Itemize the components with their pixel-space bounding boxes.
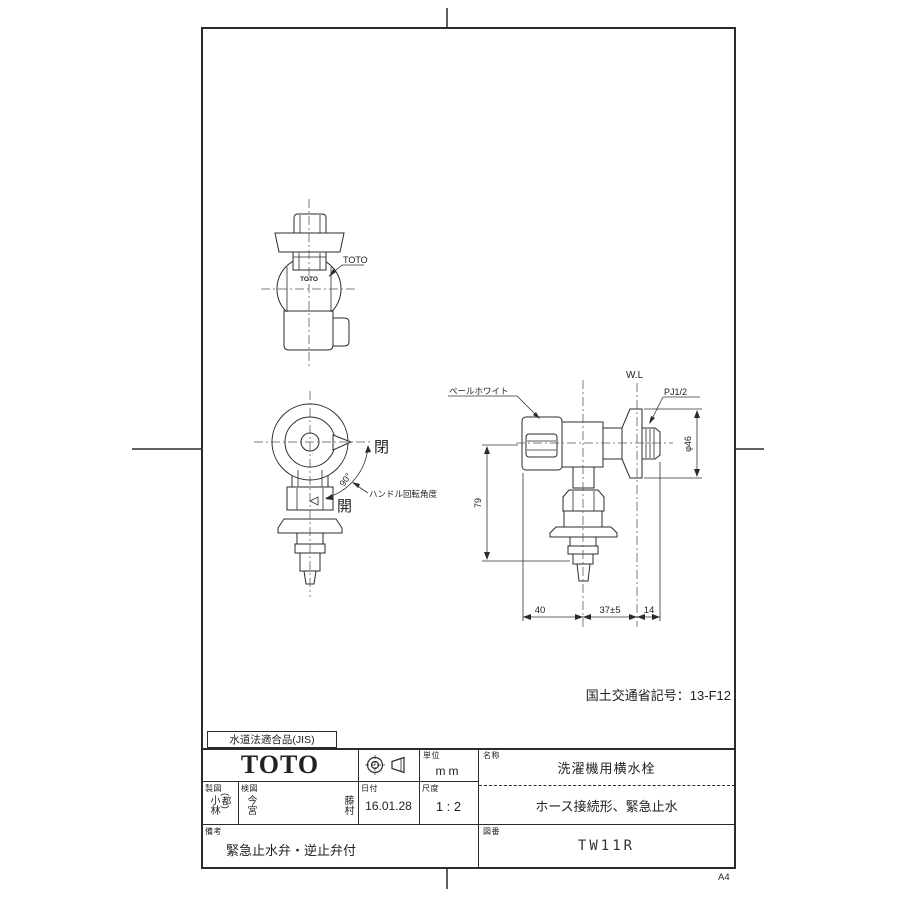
front-view-centerlines: [261, 199, 358, 367]
close-label-text: 閉: [374, 439, 389, 456]
side-view: W.L ペールホワイト PJ1/2 φ46 79: [448, 370, 702, 627]
brand-annotation-text: TOTO: [343, 255, 368, 265]
rotation-arc: [325, 445, 369, 499]
checker-name-1: 今宮: [245, 795, 256, 815]
sideview-inlet-pipe: [602, 427, 623, 460]
diameter-dimension: [644, 408, 702, 479]
finish-note-leader: [448, 395, 540, 419]
height-dim-text: 79: [473, 498, 483, 508]
product-name: 洗濯機用横水栓: [557, 761, 656, 776]
valve-neck: [292, 251, 327, 271]
paper-size-label: A4: [718, 872, 730, 883]
front-view: TOTO TOTO: [261, 199, 368, 367]
dim-a-text: 40: [535, 605, 546, 616]
valve-side-outlet: [332, 317, 350, 347]
topview-flange: [277, 518, 343, 534]
sideview-lower-neck: [572, 466, 595, 489]
remarks-label: 備考: [205, 827, 222, 836]
unit-label: 単位: [423, 751, 440, 760]
sideview-outlet-tip: [576, 563, 591, 582]
rotation-note-text: ハンドル回転角度: [369, 489, 438, 499]
valve-flange: [274, 232, 345, 253]
checker-label: 検図: [241, 784, 258, 793]
diameter-label-text: φ46: [683, 436, 693, 452]
name-cell-divider: [479, 785, 735, 786]
top-view-centerlines: [254, 391, 373, 597]
date-value: 16.01.28: [365, 799, 412, 813]
brand-logo: TOTO: [240, 750, 320, 779]
drawing-number-value: TW11R: [577, 838, 636, 854]
rotation-note-arrow: [352, 482, 360, 488]
thread-leader: [649, 396, 700, 424]
compliance-tag: 水道法適合品(JIS): [207, 731, 337, 748]
sideview-flange: [549, 526, 618, 538]
open-label-text: 開: [337, 498, 352, 515]
scale-label: 尺度: [422, 784, 439, 793]
brand-on-body-text: TOTO: [300, 276, 318, 283]
finish-note-text: ペールホワイト: [449, 386, 509, 396]
topview-outlet-tip: [303, 570, 317, 585]
top-view: 閉 開 90° ハンドル回転角度: [254, 391, 438, 597]
sideview-escutcheon: [621, 408, 643, 479]
brand-leader-arrow: [329, 269, 336, 277]
thread-arrow: [649, 416, 655, 424]
handle-pointer: [332, 434, 353, 451]
height-dimension: [482, 444, 570, 562]
checker-name-2: 藤村: [342, 795, 353, 815]
dim-b-text: 37±5: [599, 605, 620, 616]
drafter-sub: (都): [219, 793, 231, 809]
remarks-value: 緊急止水弁・逆止弁付: [226, 843, 357, 858]
unit-value: mm: [435, 764, 462, 778]
sideview-main-body: [561, 421, 604, 468]
thread-label-text: PJ1/2: [664, 387, 687, 397]
sideview-hex-nut: [562, 489, 605, 512]
drafter-name: 小林: [208, 795, 219, 815]
titleblock-top-line: [202, 748, 735, 750]
nut-index-mark: [309, 496, 319, 506]
valve-cap: [293, 213, 327, 234]
side-view-centerlines: [516, 380, 673, 627]
ministry-code-text: 国土交通省記号：13-F12: [586, 688, 731, 703]
valve-lower-body: [283, 310, 334, 351]
dim-c-text: 14: [644, 605, 655, 616]
angle-label-text: 90°: [337, 471, 353, 488]
sideview-handle-cap: [525, 433, 558, 458]
product-subtitle: ホース接続形、緊急止水: [535, 799, 678, 814]
date-label: 日付: [361, 784, 378, 793]
drafter-label: 製図: [205, 784, 222, 793]
sideview-thread-nipple: [641, 427, 661, 460]
arc-arrow-close: [365, 445, 371, 453]
third-angle-projection-icon: [365, 755, 405, 775]
wall-line-text: W.L: [626, 370, 644, 381]
arc-arrow-open: [325, 494, 333, 500]
scale-value: 1 : 2: [435, 799, 462, 814]
finish-note-arrow: [533, 412, 540, 419]
name-label: 名称: [483, 751, 500, 760]
drawing-number-label: 図番: [483, 827, 500, 836]
sheet-border: [132, 8, 764, 889]
